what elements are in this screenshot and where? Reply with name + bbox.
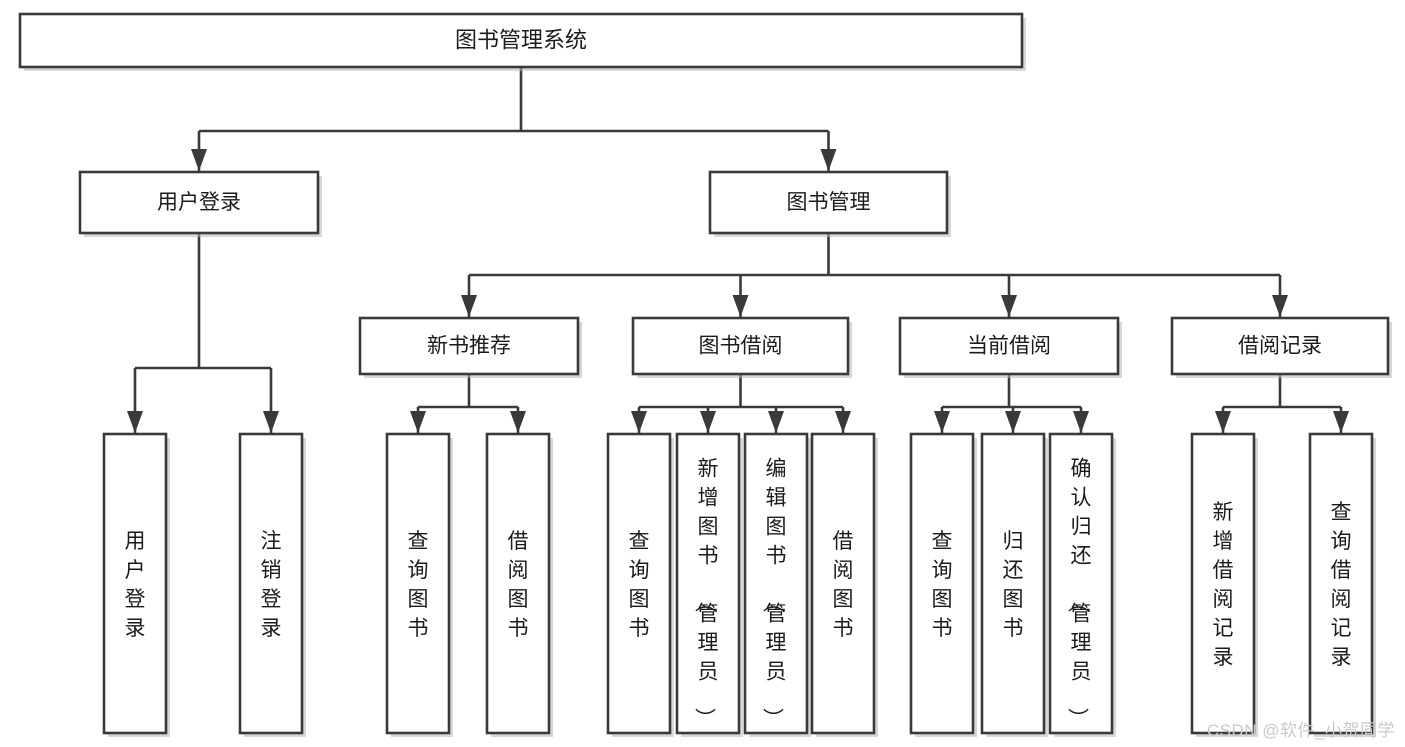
leaf-label: 借阅图书	[833, 530, 854, 640]
branch-label: 图书管理	[787, 191, 871, 214]
box-outline	[810, 432, 876, 735]
box-outline	[18, 12, 1024, 69]
root-node[interactable]: 图书管理系统	[18, 12, 1026, 71]
arrow-head-icon	[820, 149, 837, 171]
connector-lines	[127, 67, 1349, 433]
box-outline	[980, 432, 1046, 735]
box-outline	[898, 316, 1120, 376]
leaf-label: 编辑图书（管理员）	[761, 458, 787, 729]
branch-label: 当前借阅	[967, 335, 1051, 358]
leaf-label: 确认归还（管理员）	[1066, 458, 1092, 729]
box-outline	[606, 432, 672, 735]
arrow-head-icon	[1001, 295, 1017, 317]
box-outline	[1170, 316, 1390, 376]
leaf-label: 归还图书	[1003, 530, 1024, 640]
leaf-label: 查询借阅记录	[1331, 501, 1352, 669]
arrow-head-icon	[700, 411, 716, 433]
branch-node[interactable]: 新书推荐	[358, 316, 582, 378]
box-outline	[675, 432, 741, 735]
box-outline	[238, 432, 304, 735]
box-outline	[102, 432, 168, 735]
box-outline	[909, 432, 975, 735]
box-outline	[631, 316, 850, 376]
leaf-node[interactable]: 查询图书	[606, 432, 674, 737]
box-outline	[743, 432, 809, 735]
branch-node[interactable]: 图书借阅	[631, 316, 852, 378]
arrow-head-icon	[768, 411, 784, 433]
leaf-node[interactable]: 借阅图书	[485, 432, 553, 737]
watermark-text: CSDN @软件_小贺同学	[1206, 721, 1395, 740]
leaf-label: 新增图书（管理员）	[693, 458, 719, 729]
leaf-label: 查询图书	[408, 530, 429, 640]
leaf-node[interactable]: 查询图书	[385, 432, 453, 737]
arrow-head-icon	[835, 411, 851, 433]
leaf-node[interactable]: 借阅图书	[810, 432, 878, 737]
arrow-head-icon	[1005, 411, 1021, 433]
arrow-head-icon	[1215, 411, 1231, 433]
branch-label: 新书推荐	[427, 335, 511, 358]
box-outline	[385, 432, 451, 735]
leaf-node[interactable]: 查询借阅记录	[1308, 432, 1376, 737]
arrow-head-icon	[631, 411, 647, 433]
leaf-node[interactable]: 新增借阅记录	[1190, 432, 1258, 737]
arrow-head-icon	[1073, 411, 1089, 433]
leaf-label: 新增借阅记录	[1213, 501, 1234, 669]
leaf-label: 查询图书	[629, 530, 650, 640]
arrow-head-icon	[127, 411, 143, 433]
arrow-head-icon	[1272, 295, 1288, 317]
leaf-node[interactable]: 注销登录	[238, 432, 306, 737]
box-outline	[358, 316, 580, 376]
branch-label: 用户登录	[157, 191, 241, 214]
box-outline	[1308, 432, 1374, 735]
box-outline	[485, 432, 551, 735]
branch-label: 借阅记录	[1238, 335, 1322, 358]
node-boxes: 图书管理系统用户登录图书管理新书推荐图书借阅当前借阅借阅记录用户登录注销登录查询…	[18, 12, 1392, 737]
leaf-node[interactable]: 用户登录	[102, 432, 170, 737]
arrow-head-icon	[732, 295, 749, 317]
arrow-head-icon	[191, 149, 207, 171]
arrow-head-icon	[934, 411, 950, 433]
leaf-node[interactable]: 归还图书	[980, 432, 1048, 737]
root-label: 图书管理系统	[455, 27, 587, 52]
leaf-label: 查询图书	[932, 530, 953, 640]
leaf-node[interactable]: 确认归还（管理员）	[1048, 432, 1116, 737]
arrow-head-icon	[263, 411, 279, 433]
arrow-head-icon	[1333, 411, 1349, 433]
leaf-node[interactable]: 查询图书	[909, 432, 977, 737]
leaf-node[interactable]: 编辑图书（管理员）	[743, 432, 811, 737]
box-outline	[708, 170, 949, 235]
branch-node[interactable]: 图书管理	[708, 170, 951, 237]
box-outline	[78, 170, 320, 235]
box-outline	[1190, 432, 1256, 735]
arrow-head-icon	[461, 295, 477, 317]
branch-label: 图书借阅	[699, 335, 783, 358]
box-outline	[1048, 432, 1114, 735]
arrow-head-icon	[410, 411, 426, 433]
leaf-label: 注销登录	[261, 530, 282, 640]
arrow-head-icon	[510, 411, 526, 433]
branch-node[interactable]: 借阅记录	[1170, 316, 1392, 378]
branch-node[interactable]: 当前借阅	[898, 316, 1122, 378]
branch-node[interactable]: 用户登录	[78, 170, 322, 237]
leaf-label: 用户登录	[125, 530, 146, 640]
leaf-node[interactable]: 新增图书（管理员）	[675, 432, 743, 737]
leaf-label: 借阅图书	[508, 530, 529, 640]
